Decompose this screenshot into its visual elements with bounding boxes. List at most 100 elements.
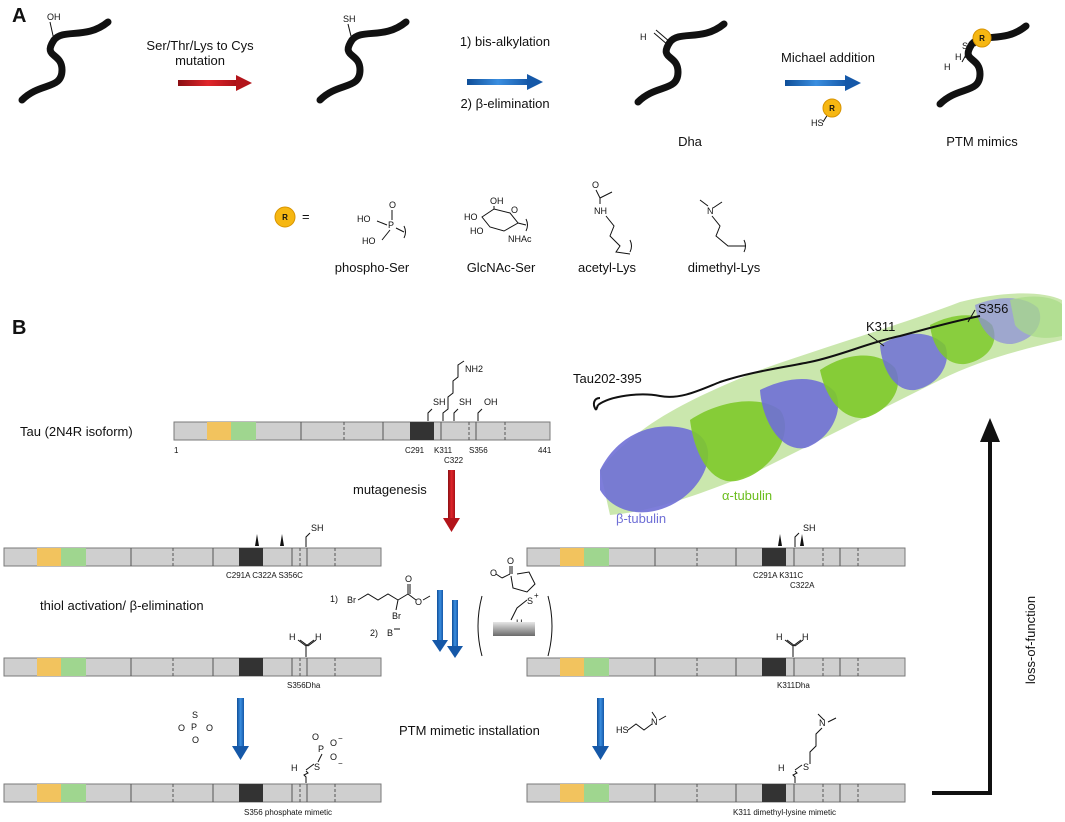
svg-text:O: O: [192, 735, 199, 745]
svg-text:=: =: [302, 209, 310, 224]
svg-text:N: N: [707, 206, 714, 216]
svg-text:S: S: [192, 710, 198, 720]
svg-text:S: S: [314, 762, 320, 772]
tau-right-mutant-bar: SH: [526, 523, 906, 567]
svg-text:H: H: [776, 632, 783, 642]
svg-text:S: S: [803, 762, 809, 772]
right-dha-label: K311Dha: [777, 681, 810, 690]
svg-text:NHAc: NHAc: [508, 234, 532, 244]
svg-text:HO: HO: [357, 214, 371, 224]
bis-alkylation-label: 1) bis-alkylation: [460, 34, 550, 49]
left-ptm-arrow: [232, 698, 249, 760]
svg-text:SH: SH: [803, 523, 816, 533]
svg-text:HO: HO: [470, 226, 484, 236]
site-c291: C291: [405, 446, 425, 455]
thiol-reagent: HS R: [811, 98, 842, 128]
svg-text:O: O: [178, 723, 185, 733]
panel-b-label: B: [12, 317, 26, 339]
svg-text:O: O: [330, 738, 337, 748]
svg-text:HS: HS: [811, 118, 824, 128]
svg-text:SH: SH: [459, 397, 472, 407]
phosphate-reagent: S P O O O: [178, 710, 213, 745]
tau-side-chains: SH NH2 SH OH: [427, 360, 498, 421]
dimethyl-lys-structure: N: [699, 199, 746, 253]
svg-text:H: H: [291, 763, 298, 773]
michael-addition-arrow: [785, 75, 861, 91]
svg-text:−: −: [338, 734, 343, 743]
loss-of-function-arrow: [932, 418, 1000, 795]
left-final-label: S356 phosphate mimetic: [244, 808, 332, 817]
svg-text:R: R: [282, 213, 288, 222]
mimic-phospho-ser: phospho-Ser: [335, 260, 410, 275]
protein-chain-dha: H: [634, 20, 728, 106]
svg-text:O: O: [330, 752, 337, 762]
dibromide-reagent: 1) Br Br O O 2) B: [330, 574, 431, 638]
thiol-activation-label: thiol activation/ β-elimination: [40, 598, 204, 613]
svg-text:SH: SH: [311, 523, 324, 533]
svg-text:2): 2): [370, 628, 378, 638]
svg-text:S: S: [527, 596, 533, 606]
acetyl-lys-structure: O NH: [592, 180, 632, 255]
svg-text:−: −: [338, 759, 343, 768]
svg-text:HO: HO: [362, 236, 376, 246]
tau-wildtype-bar: [173, 421, 551, 441]
sulfonium-intermediate: O O S + H: [477, 556, 553, 657]
beta-elimination-arrows: [432, 590, 463, 658]
svg-text:HS: HS: [616, 725, 629, 735]
svg-text:O: O: [405, 574, 412, 584]
mutation-label-line2: mutation: [175, 53, 225, 68]
svg-text:NH: NH: [594, 206, 607, 216]
r-group-legend: R =: [274, 206, 310, 228]
tau-right-dimethyl-bar: H S N: [526, 713, 906, 803]
svg-text:O: O: [490, 568, 497, 578]
loss-of-function-label: loss-of-function: [1023, 596, 1038, 684]
svg-text:O: O: [206, 723, 213, 733]
tau-left-dha-bar: H H: [3, 632, 382, 677]
dimethylaminoethanethiol-reagent: HS N: [616, 711, 667, 735]
mutagenesis-label: mutagenesis: [353, 482, 427, 497]
svg-text:N: N: [651, 717, 658, 727]
s356-pointer: [967, 309, 976, 323]
phospho-ser-structure: O P HO HO: [357, 200, 406, 246]
michael-addition-label: Michael addition: [781, 50, 875, 65]
svg-text:H: H: [778, 763, 785, 773]
svg-text:O: O: [507, 556, 514, 566]
tau-start-number: 1: [174, 446, 179, 455]
left-mutant-sites: C291A C322A S356C: [226, 571, 303, 580]
svg-text:O: O: [511, 205, 518, 215]
mimic-glcnac-ser: GlcNAc-Ser: [467, 260, 536, 275]
right-final-label: K311 dimethyl-lysine mimetic: [733, 808, 836, 817]
beta-tubulin-label: β-tubulin: [616, 511, 666, 526]
svg-text:H: H: [802, 632, 809, 642]
svg-text:Br: Br: [347, 595, 356, 605]
svg-text:P: P: [318, 744, 324, 754]
svg-text:HO: HO: [464, 212, 478, 222]
svg-text:H: H: [944, 62, 951, 72]
svg-text:O: O: [415, 597, 422, 607]
oh-group: OH: [47, 12, 61, 22]
glcnac-ser-structure: OH HO HO O NHAc: [464, 196, 532, 244]
right-ptm-arrow: [592, 698, 609, 760]
site-k311: K311: [434, 446, 453, 455]
bis-alkylation-arrow: [467, 74, 543, 90]
svg-text:S: S: [962, 41, 968, 51]
svg-text:R: R: [979, 34, 985, 43]
alpha-tubulin-label: α-tubulin: [722, 488, 772, 503]
svg-text:H: H: [955, 52, 962, 62]
site-s356: S356: [469, 446, 488, 455]
svg-text:NH2: NH2: [465, 364, 483, 374]
ptm-mimics-label: PTM mimics: [946, 134, 1018, 149]
mutation-label-line1: Ser/Thr/Lys to Cys: [146, 38, 254, 53]
k311-structure-label: K311: [866, 319, 895, 334]
dha-label: Dha: [678, 134, 703, 149]
left-dha-label: S356Dha: [287, 681, 321, 690]
protein-chain-ser: OH: [18, 12, 112, 104]
s356-structure-label: S356: [978, 301, 1008, 316]
panel-a-label: A: [12, 5, 26, 27]
svg-text:Br: Br: [392, 611, 401, 621]
right-mutant-sites-line1: C291A K311C: [753, 571, 803, 580]
svg-text:1): 1): [330, 594, 338, 604]
svg-text:H: H: [315, 632, 322, 642]
tau-fragment-label: Tau202-395: [573, 371, 642, 386]
svg-text:R: R: [829, 104, 835, 113]
